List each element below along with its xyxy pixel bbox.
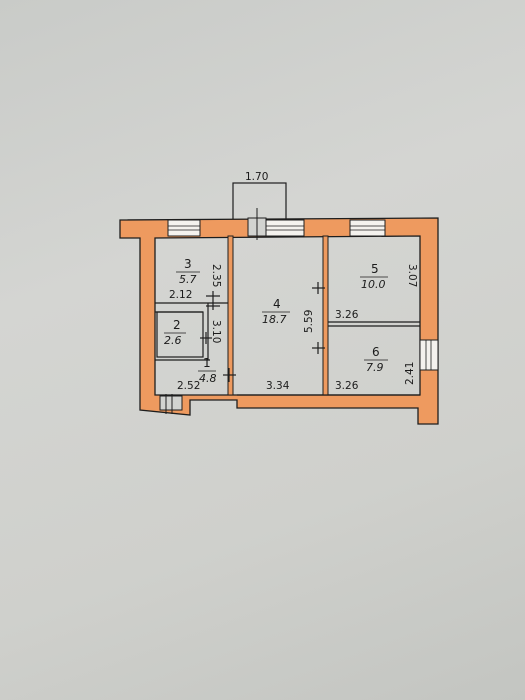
room-6-area: 7.9	[366, 361, 384, 374]
entrance-door	[159, 394, 183, 414]
window-top-middle	[265, 219, 305, 237]
balcony-width-label: 1.70	[245, 171, 268, 183]
room-2-number: 2	[173, 318, 181, 332]
room-3-area: 5.7	[179, 273, 197, 286]
room-5-area: 10.0	[361, 278, 386, 291]
dim-room5-width: 3.26	[335, 309, 359, 321]
room-2-area: 2.6	[164, 334, 182, 347]
window-top-left	[167, 219, 201, 237]
door-ticks	[200, 282, 325, 382]
room-1-number: 1	[203, 356, 211, 370]
dim-hall-height: 3.10	[210, 320, 222, 343]
dim-room3-height: 2.35	[210, 264, 222, 287]
dim-room6-width: 3.26	[335, 380, 359, 392]
room-3-number: 3	[184, 257, 192, 271]
dim-room4-width: 3.34	[266, 380, 290, 392]
room-1-area: 4.8	[199, 372, 217, 385]
window-right	[419, 339, 439, 371]
room2-outline	[156, 311, 204, 358]
dim-room6-height: 2.41	[404, 362, 416, 385]
dim-room5-height: 3.07	[406, 264, 418, 287]
balcony-door	[247, 208, 267, 240]
room-6-number: 6	[372, 345, 380, 359]
dim-room4-height: 5.59	[303, 310, 315, 333]
dim-room3-width: 2.12	[169, 289, 192, 301]
room-4-area: 18.7	[262, 313, 287, 326]
partition-wall-right	[322, 235, 329, 396]
partition-wall-left	[227, 235, 234, 396]
dim-hall-width: 2.52	[177, 380, 200, 392]
balcony-outline	[232, 182, 287, 222]
room-4-number: 4	[273, 297, 281, 311]
window-top-right	[349, 219, 386, 237]
room-5-number: 5	[371, 262, 379, 276]
